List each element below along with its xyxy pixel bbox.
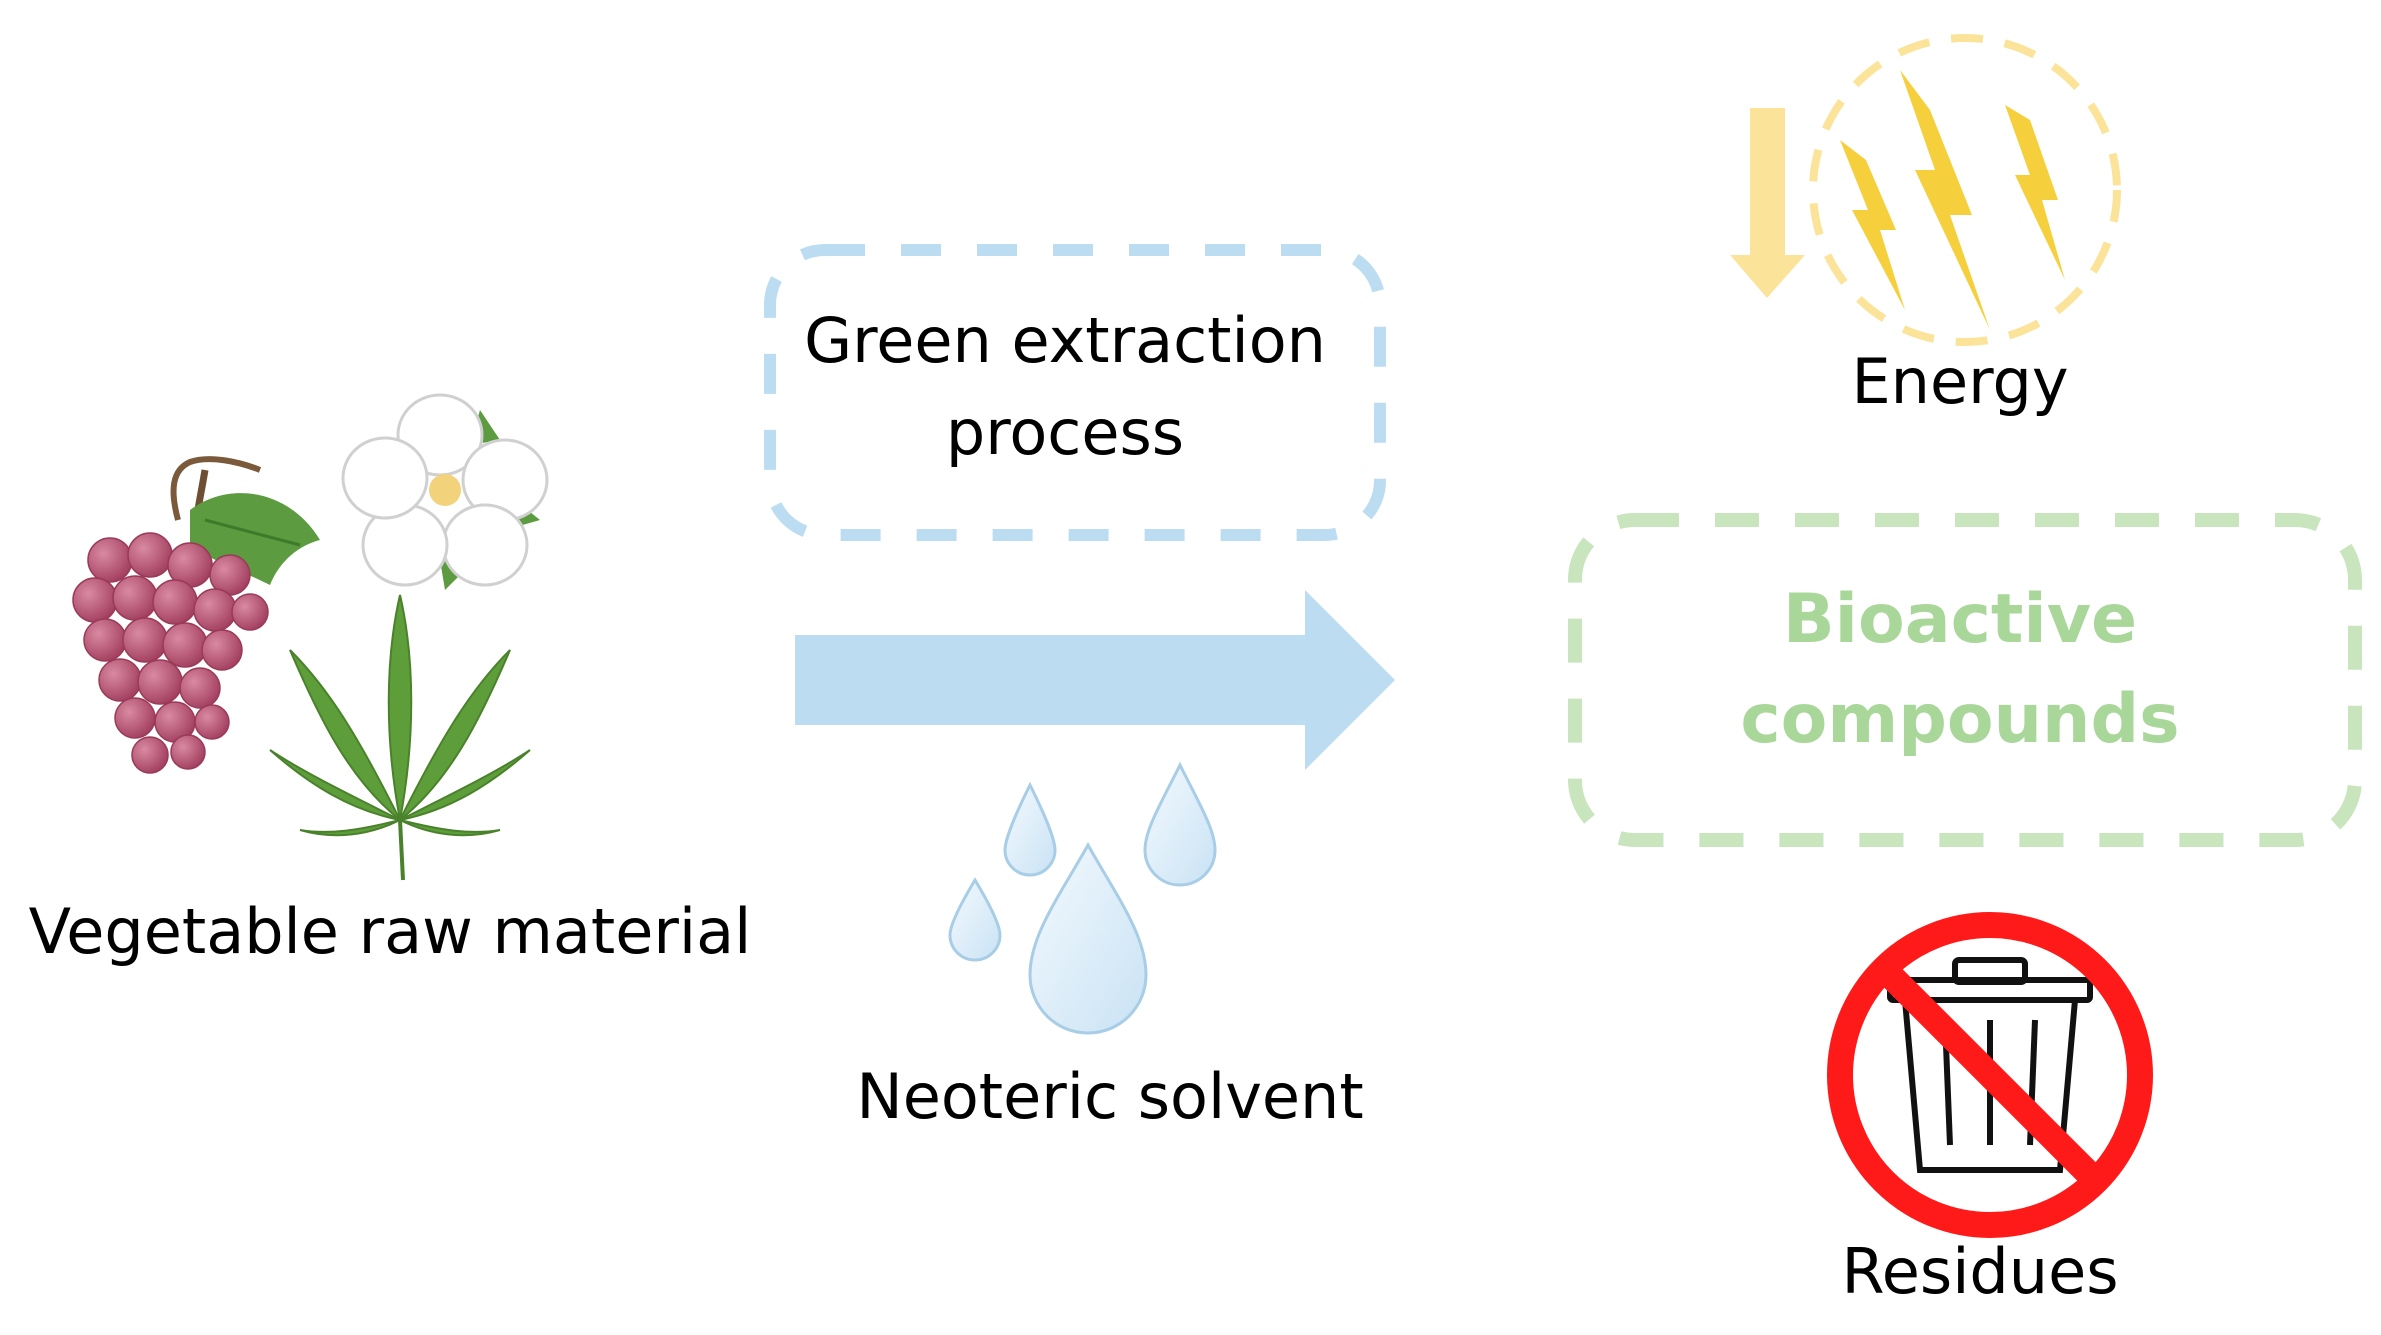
process-label-line1: Green extraction: [804, 304, 1326, 377]
energy-label: Energy: [1851, 345, 2069, 418]
prohibition-sign-icon: [1827, 912, 2153, 1238]
solvent-label: Neoteric solvent: [856, 1060, 1364, 1133]
process-label-line2: process: [945, 396, 1185, 469]
bioactive-label-line1: Bioactive: [1782, 580, 2138, 659]
down-arrow-icon: [1730, 108, 1805, 298]
flower-icon: [341, 393, 549, 590]
residues-label: Residues: [1841, 1235, 2119, 1308]
grapes-icon: [72, 456, 320, 774]
process-box: [764, 244, 1386, 541]
lightning-bolts-icon: [1840, 70, 2065, 330]
raw-material-label: Vegetable raw material: [28, 895, 752, 968]
bioactive-label: Bioactive compounds: [1580, 570, 2340, 770]
energy-circle: [1809, 34, 2121, 346]
bioactive-box: [1568, 513, 2362, 847]
process-label: Green extraction process: [770, 295, 1360, 479]
bioactive-label-line2: compounds: [1740, 680, 2180, 759]
hemp-leaf-icon: [269, 594, 531, 881]
right-arrow-icon: [795, 590, 1395, 770]
water-drops-icon: [948, 761, 1217, 1035]
